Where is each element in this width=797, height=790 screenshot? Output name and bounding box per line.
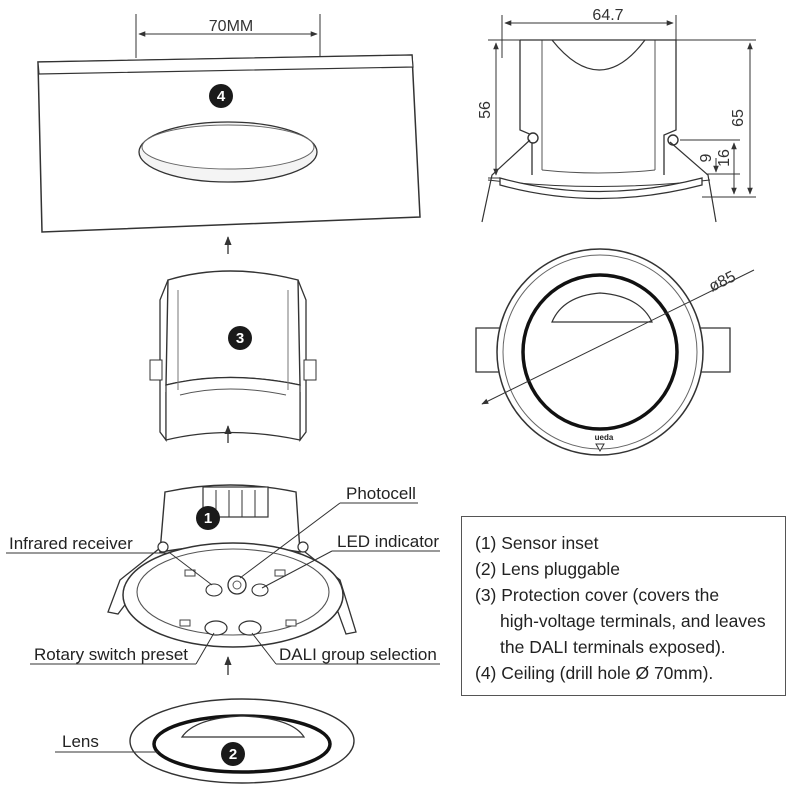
diameter-label: ø85 — [706, 268, 738, 295]
dim-16-label: 16 — [716, 149, 733, 167]
badge-4: 4 — [209, 84, 233, 108]
callout-photocell: Photocell — [239, 484, 418, 579]
callout-lens: Lens — [55, 732, 158, 753]
badge-1-text: 1 — [204, 510, 212, 527]
badge-2-text: 2 — [229, 746, 237, 763]
side-view: 64.7 56 65 9 16 — [477, 7, 756, 223]
callout-infrared-receiver: Infrared receiver — [6, 534, 213, 586]
badge-4-text: 4 — [217, 88, 226, 105]
badge-3: 3 — [228, 326, 252, 350]
badge-3-text: 3 — [236, 330, 244, 347]
callout-dali-group: DALI group selection — [251, 632, 440, 665]
lens — [129, 698, 355, 784]
led-indicator-label: LED indicator — [337, 532, 439, 551]
height-left-label: 56 — [477, 101, 494, 119]
front-view: ueda ø85 — [475, 248, 755, 456]
legend-item-1: (1) Sensor inset — [475, 533, 599, 553]
callout-rotary-switch: Rotary switch preset — [30, 632, 215, 665]
rotary-switch-label: Rotary switch preset — [34, 645, 188, 664]
infrared-receiver-label: Infrared receiver — [9, 534, 133, 553]
legend-item-4: (4) Ceiling (drill hole Ø 70mm). — [475, 663, 714, 683]
ceiling-width-label: 70MM — [209, 18, 253, 35]
legend-item-2: (2) Lens pluggable — [475, 559, 620, 579]
legend-item-3-cont-2: the DALI terminals exposed). — [500, 637, 726, 657]
legend-item-3: (3) Protection cover (covers the — [475, 585, 720, 605]
badge-2: 2 — [221, 742, 245, 766]
photocell-label: Photocell — [346, 484, 416, 503]
dim-9-label: 9 — [698, 153, 715, 162]
sensor-inset — [107, 484, 357, 648]
callout-led-indicator: LED indicator — [261, 532, 440, 589]
ceiling-width-dimension: 70MM — [135, 14, 321, 58]
protection-cover — [149, 270, 317, 442]
lens-label: Lens — [62, 732, 99, 751]
legend-box: (1) Sensor inset (2) Lens pluggable (3) … — [461, 516, 786, 696]
ceiling-panel — [37, 54, 421, 233]
badge-1: 1 — [196, 506, 220, 530]
brand-label: ueda — [595, 433, 614, 442]
height-right-label: 65 — [730, 109, 747, 127]
legend-item-3-cont-1: high-voltage terminals, and leaves — [500, 611, 766, 631]
dali-group-label: DALI group selection — [279, 645, 437, 664]
top-width-label: 64.7 — [592, 7, 623, 24]
